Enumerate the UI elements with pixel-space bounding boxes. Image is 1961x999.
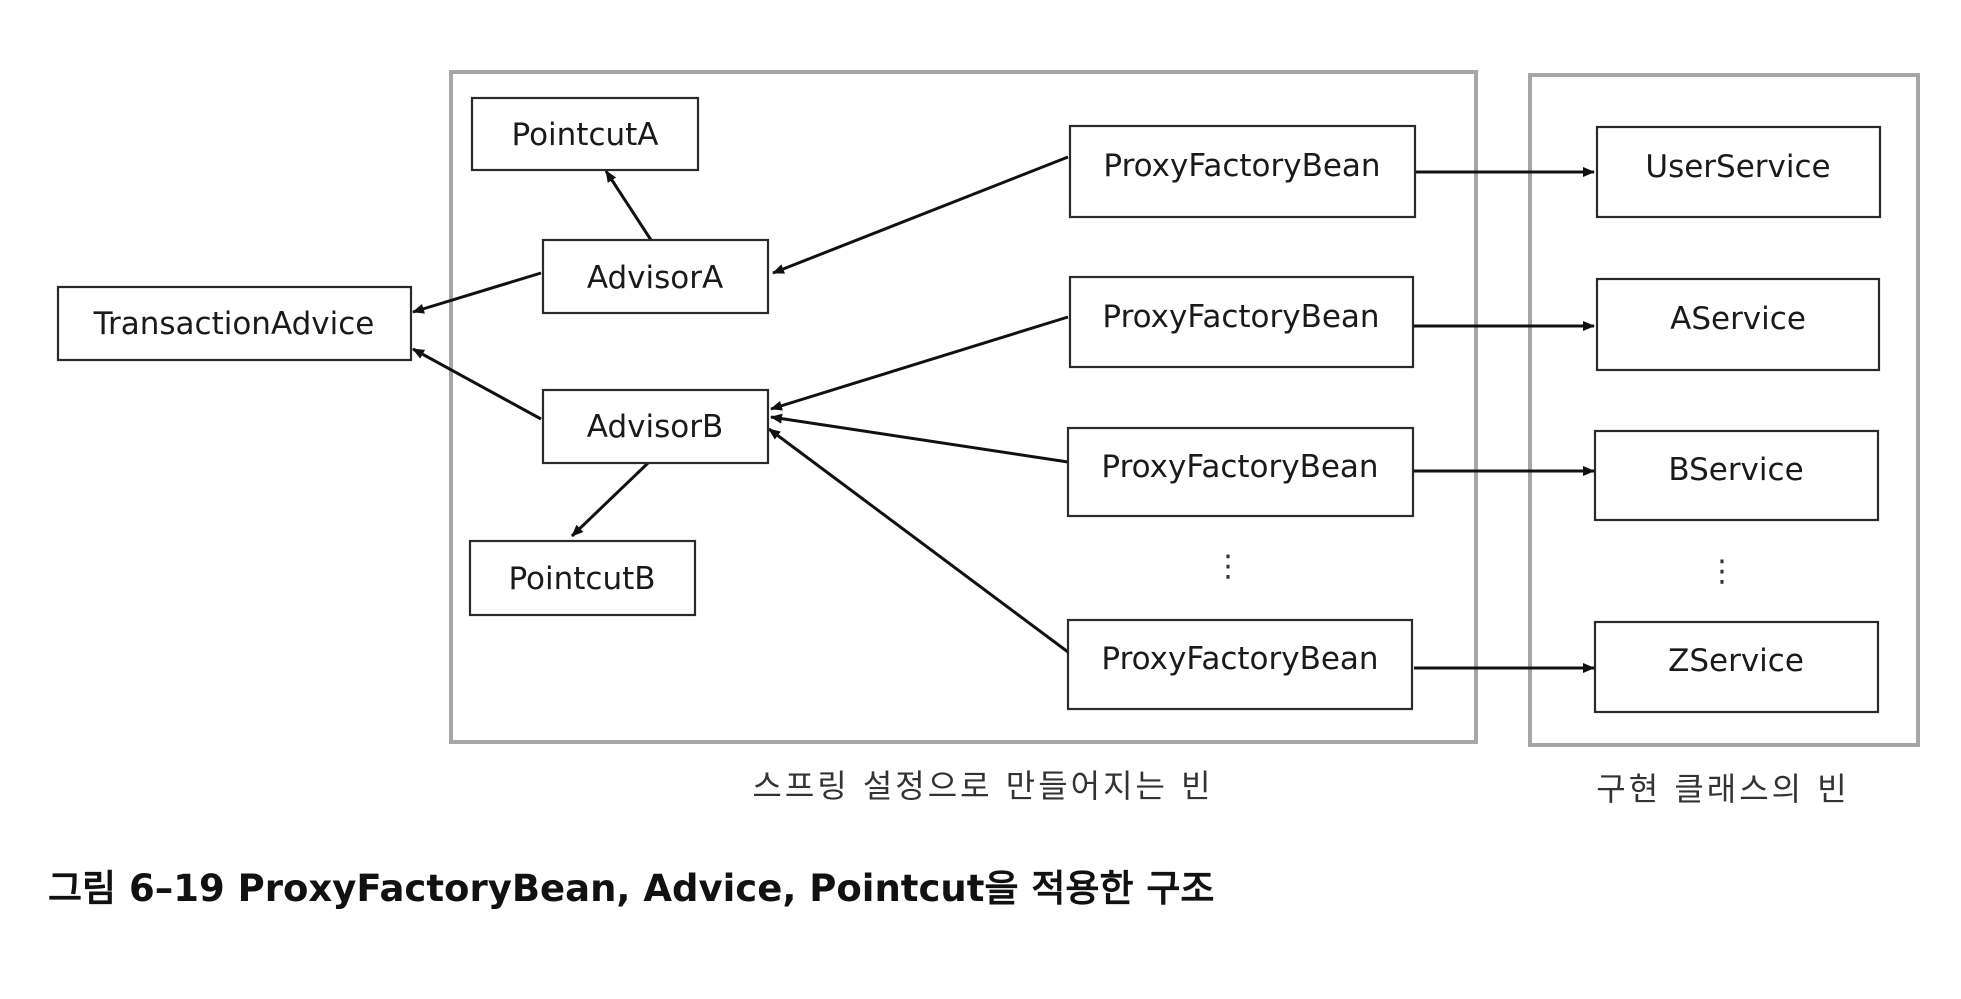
node-user-service: UserService [1595,125,1882,219]
edge-advisorb-pointcutb [570,461,650,538]
svg-text:TransactionAdvice: TransactionAdvice [93,306,375,342]
node-b-service: BService [1593,429,1880,522]
edge-advisora-transactionadvice [412,271,542,314]
svg-text:AdvisorA: AdvisorA [587,260,723,296]
svg-text:ProxyFactoryBean: ProxyFactoryBean [1102,299,1379,335]
ellipsis-services: ⋮ [1707,554,1737,589]
svg-text:ProxyFactoryBean: ProxyFactoryBean [1101,449,1378,485]
edge-pfb3-advisorb [770,413,1069,464]
node-transaction-advice: TransactionAdvice [56,285,413,362]
svg-text:UserService: UserService [1645,149,1830,185]
node-pointcut-a: PointcutA [470,96,700,172]
svg-text:AService: AService [1670,301,1806,337]
svg-text:ProxyFactoryBean: ProxyFactoryBean [1103,148,1380,184]
spring-config-group-label: 스프링 설정으로 만들어지는 빈 [752,767,1213,805]
node-proxy-factory-bean-4: ProxyFactoryBean [1066,618,1414,711]
edge-pfb2-advisorb [770,315,1069,411]
edge-advisora-pointcuta [604,170,653,241]
edge-pfb1-advisora [772,155,1069,275]
edges [412,155,1595,673]
ellipsis-proxy-factory-beans: ⋮ [1213,549,1243,584]
svg-text:AdvisorB: AdvisorB [587,409,723,445]
impl-classes-group-label: 구현 클래스의 빈 [1596,770,1849,808]
node-z-service: ZService [1593,620,1880,714]
figure-caption: 그림 6–19 ProxyFactoryBean, Advice, Pointc… [48,867,1215,910]
node-advisor-a: AdvisorA [541,238,770,315]
svg-text:ProxyFactoryBean: ProxyFactoryBean [1101,641,1378,677]
node-a-service: AService [1595,277,1881,372]
edge-advisorb-transactionadvice [412,347,542,421]
edge-pfb4-advisorb [768,427,1069,654]
node-proxy-factory-bean-1: ProxyFactoryBean [1068,124,1417,219]
svg-text:PointcutB: PointcutB [508,561,655,597]
node-pointcut-b: PointcutB [468,539,697,617]
node-proxy-factory-bean-2: ProxyFactoryBean [1068,275,1415,369]
impl-classes-group-frame [1528,73,1920,747]
spring-config-group-frame [449,70,1478,744]
svg-text:ZService: ZService [1668,643,1804,679]
svg-text:BService: BService [1668,452,1803,488]
svg-text:PointcutA: PointcutA [511,117,658,153]
node-advisor-b: AdvisorB [541,388,770,465]
node-proxy-factory-bean-3: ProxyFactoryBean [1066,426,1415,518]
